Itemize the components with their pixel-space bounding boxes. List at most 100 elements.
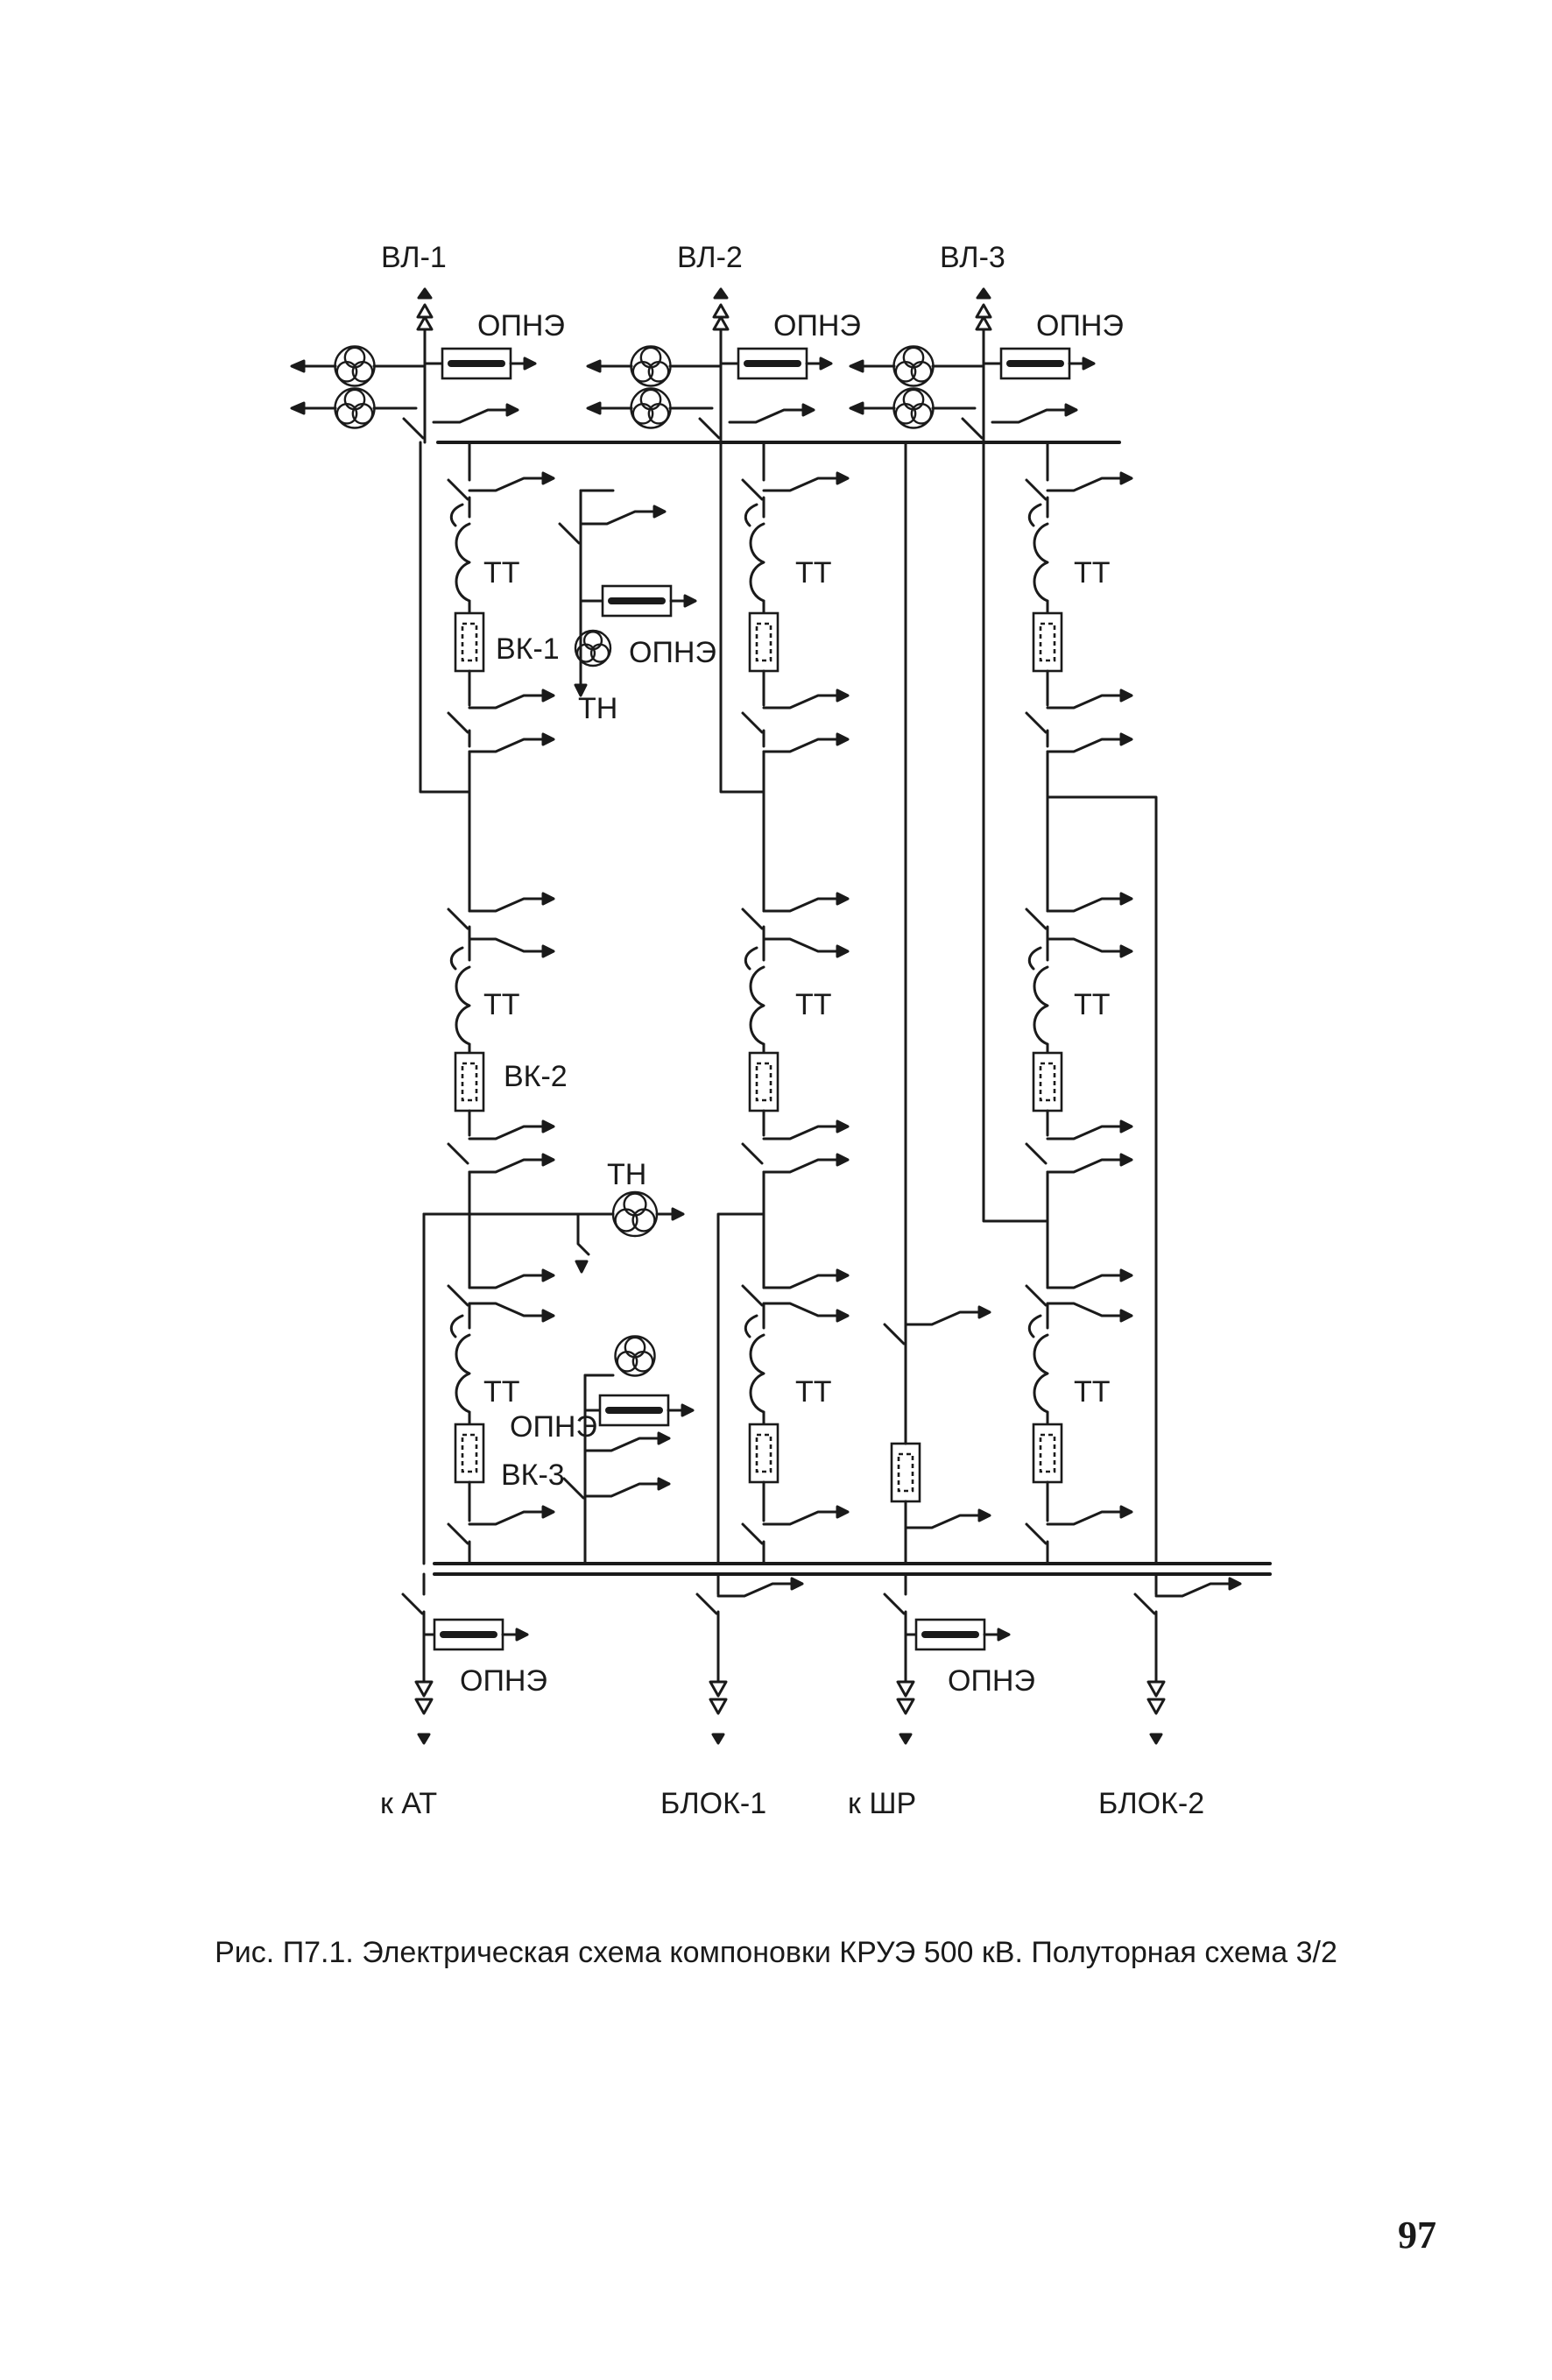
disconnector-symbol [1025,908,1048,930]
disconnector-symbol [741,908,764,930]
opne-label: ОПНЭ [460,1664,547,1698]
opne-label: ОПНЭ [1036,309,1124,343]
earthing-switch-symbol [1046,1302,1133,1323]
disconnector-symbol [883,1323,906,1345]
cable-bushing-symbol [414,1680,434,1715]
circuit-breaker-symbol [454,1051,485,1112]
earthing-switch-symbol [468,937,555,958]
cable-bushing-symbol [416,303,434,331]
arrow-head [849,401,864,415]
tap-blok1 [716,1212,765,1565]
circuit-breaker-symbol [748,611,780,673]
arrow-head [574,683,588,697]
voltage-transformer-symbol [630,387,672,429]
arrow-head [671,1207,685,1221]
tt-label: ТТ [1074,988,1111,1021]
earthing-switch-symbol [432,403,519,424]
earthing-switch-symbol [1046,471,1133,492]
voltage-transformer-symbol [334,387,376,429]
arrow-head [575,1260,589,1274]
line-label-vl-2: ВЛ-2 [677,241,743,274]
surge-arrester-symbol [598,1394,695,1427]
arrow-head [586,359,602,373]
earthing-switch-symbol [904,1508,991,1529]
tn-label: ТН [578,692,617,725]
earthing-switch-symbol [1046,1505,1133,1526]
line-entry-arrow [417,287,433,300]
earthing-switch-symbol [1046,689,1133,710]
earthing-switch-symbol [762,732,850,753]
earthing-switch-symbol [468,1153,555,1174]
cable-bushing-symbol [975,303,992,331]
earthing-switch-symbol [716,1577,804,1598]
cable-bushing-symbol [1146,1680,1166,1715]
earthing-switch-symbol [762,1268,850,1289]
cable-bushing-symbol [712,303,730,331]
tt-label: ТТ [483,556,520,590]
earthing-switch-symbol [583,1431,671,1452]
disconnector-symbol [447,1284,469,1307]
disconnector-symbol [447,1522,469,1545]
voltage-transformer-symbol [574,629,612,667]
disconnector-symbol [741,478,764,501]
line-entry-arrow [713,287,729,300]
tn-earth [576,1212,590,1256]
opne-label: ОПНЭ [773,309,861,343]
circuit-breaker-symbol [454,1423,485,1484]
vk1-label: ВК-1 [496,632,560,666]
output-arrow [1149,1733,1163,1745]
disconnector-symbol [741,1522,764,1545]
tt-label: ТТ [795,1375,832,1409]
circuit-breaker-symbol [890,1442,921,1503]
disconnector-symbol [1133,1593,1156,1615]
current-transformer-symbol [1027,946,1049,1046]
current-transformer-symbol [744,1314,765,1414]
disconnector-symbol [1025,1142,1048,1165]
earthing-switch-symbol [991,403,1078,424]
circuit-breaker-symbol [748,1051,780,1112]
arrow-head [290,359,306,373]
output-arrow [417,1733,431,1745]
circuit-breaker-symbol [454,611,485,673]
opne-label: ОПНЭ [629,636,716,669]
surge-arrester-symbol [737,347,833,380]
earthing-switch-symbol [1046,732,1133,753]
disconnector-symbol [741,1142,764,1165]
disconnector-symbol [558,522,581,545]
earthing-switch-symbol [762,1119,850,1141]
voltage-transformer-symbol [611,1190,659,1238]
tap-vl1 [419,441,471,794]
surge-arrester-symbol [433,1618,529,1651]
disconnector-symbol [1025,478,1048,501]
disconnector-symbol [1025,1522,1048,1545]
current-transformer-symbol [449,503,471,603]
voltage-transformer-symbol [334,345,376,387]
disconnector-symbol [447,908,469,930]
earthing-switch-symbol [904,1305,991,1326]
earthing-switch-symbol [468,1119,555,1141]
arrow-head [290,401,306,415]
voltage-transformer-symbol [614,1335,656,1377]
tt-label: ТТ [1074,556,1111,590]
disconnector-symbol [1025,711,1048,734]
earthing-switch-symbol [468,471,555,492]
disconnector-symbol [741,1284,764,1307]
earthing-switch-symbol [1046,1268,1133,1289]
earthing-switch-symbol [468,1505,555,1526]
earthing-switch-symbol [762,471,850,492]
disconnector-symbol [695,1593,718,1615]
earthing-switch-symbol [468,732,555,753]
earthing-switch-symbol [583,1477,671,1498]
output-label-3: БЛОК-2 [1098,1787,1204,1820]
current-transformer-symbol [1027,503,1049,603]
opne-label: ОПНЭ [510,1410,597,1444]
earthing-switch-symbol [1154,1577,1242,1598]
current-transformer-symbol [744,946,765,1046]
blok2-tap [1046,795,1158,1565]
current-transformer-symbol [449,1314,471,1414]
earthing-switch-symbol [468,689,555,710]
line-label-vl-1: ВЛ-1 [381,241,447,274]
disconnector-symbol [883,1593,906,1615]
voltage-transformer-symbol [892,345,935,387]
